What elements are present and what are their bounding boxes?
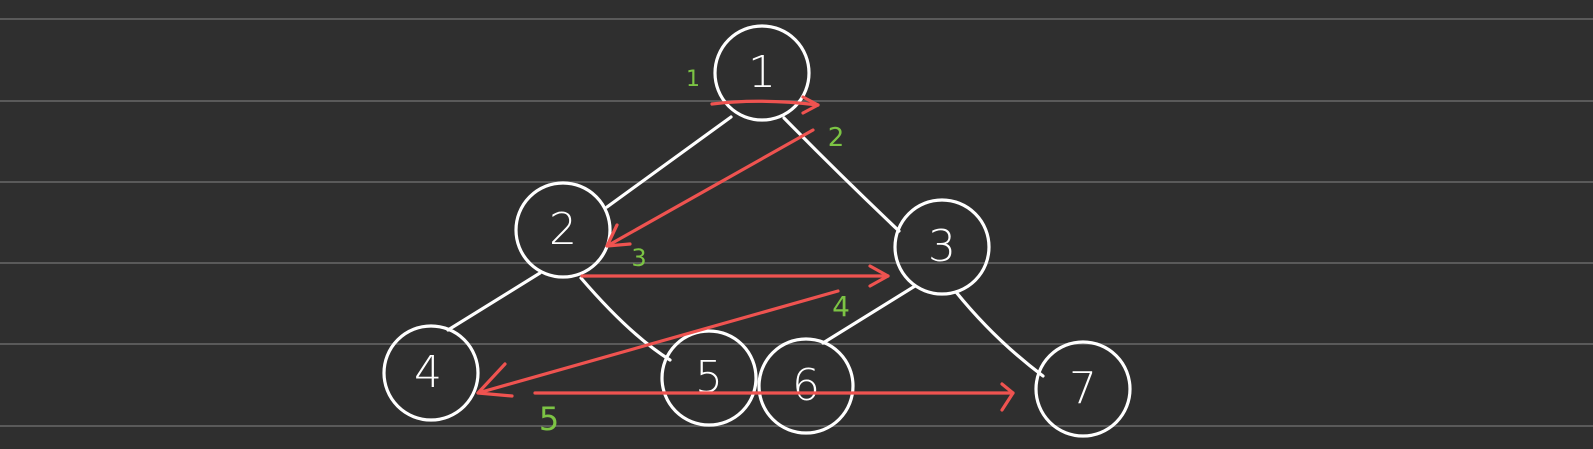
ruled-lines: [0, 18, 1593, 427]
arrow-step-1-shaft: [710, 99, 820, 107]
node-3-circle: [893, 198, 991, 296]
edge-2-5: [579, 276, 672, 362]
tree-nodes: 1 2 3 4 5 6 7: [382, 24, 1132, 438]
step-label-5: 5: [539, 400, 559, 438]
node-5: 5: [660, 329, 758, 427]
arrow-step-2-shaft: [605, 128, 815, 248]
edge-3-6: [821, 284, 917, 345]
arrow-step-5: [533, 382, 1015, 412]
step-numbers: 1 2 3 4 5: [539, 67, 850, 438]
node-6: 6: [757, 337, 855, 435]
arrow-step-2-head: [605, 223, 632, 248]
edge-3-7: [954, 290, 1045, 378]
arrow-step-4-shaft: [476, 289, 840, 395]
node-7-label: 7: [1069, 363, 1097, 414]
node-4-circle: [382, 324, 480, 422]
node-2: 2: [514, 181, 612, 279]
arrow-step-2: [605, 128, 815, 248]
step-label-2: 2: [828, 123, 845, 153]
node-3: 3: [893, 198, 991, 296]
node-2-label: 2: [549, 204, 577, 255]
step-label-3: 3: [631, 244, 646, 272]
node-7-circle: [1034, 340, 1132, 438]
node-1-circle: [713, 24, 811, 122]
tree-edges: [446, 115, 1045, 378]
traversal-arrows: [476, 95, 1015, 412]
node-4: 4: [382, 324, 480, 422]
node-6-label: 6: [792, 360, 820, 411]
step-label-4: 4: [832, 290, 850, 323]
node-7: 7: [1034, 340, 1132, 438]
node-5-circle: [660, 329, 758, 427]
node-1: 1: [713, 24, 811, 122]
arrow-step-5-head: [1000, 382, 1015, 412]
edge-2-4: [446, 271, 542, 332]
arrow-step-1-head: [801, 95, 820, 115]
arrow-step-1: [710, 95, 820, 115]
arrow-step-3-head: [868, 264, 890, 288]
node-3-label: 3: [928, 221, 956, 272]
edge-1-3: [782, 116, 901, 233]
arrow-step-4: [476, 289, 840, 398]
node-4-label: 4: [414, 347, 442, 398]
arrow-step-3: [580, 264, 890, 288]
arrow-step-4-head: [476, 362, 514, 398]
step-label-1: 1: [686, 67, 700, 92]
edge-1-2: [605, 115, 733, 209]
node-6-circle: [757, 337, 855, 435]
node-5-label: 5: [695, 352, 723, 403]
node-1-label: 1: [748, 47, 776, 98]
node-2-circle: [514, 181, 612, 279]
